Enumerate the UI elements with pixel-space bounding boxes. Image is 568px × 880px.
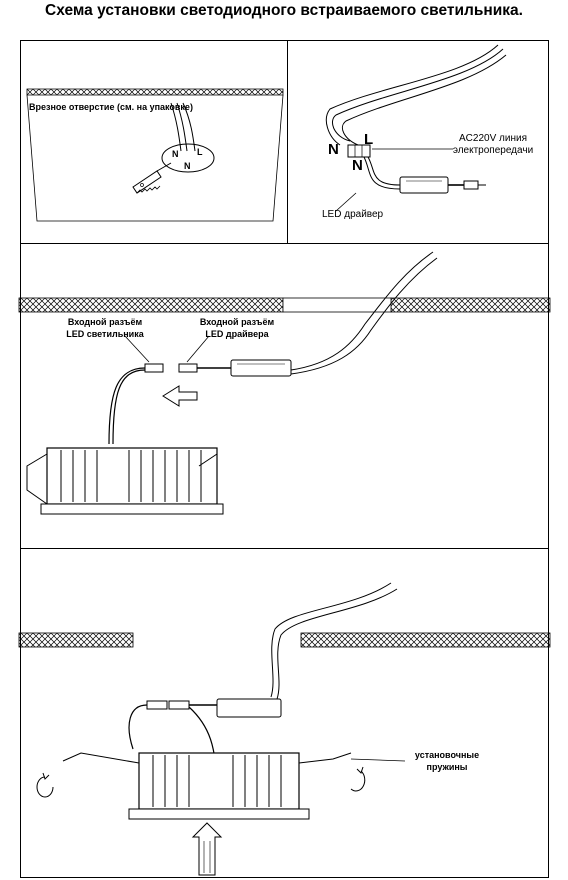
wire-n-label: N [172, 149, 179, 159]
ac220-line-label-2: электропередачи [452, 145, 534, 156]
mounting-springs-label-2: пружины [426, 762, 468, 772]
panel-ceiling-hole: Врезное отверстие (см. на упаковке) N L … [20, 40, 288, 244]
panel-driver-wiring: N L N AC220V линия электропередачи LED д… [287, 40, 549, 244]
driver-connector-label: Входной разъём LED драйвера [189, 316, 285, 340]
ceiling-hole-drawing [26, 88, 284, 222]
ac220-line-label: AC220V линия электропередачи [438, 133, 548, 157]
lamp-connector-label-1: Входной разъём [67, 317, 143, 327]
connectors-drawing [18, 251, 551, 515]
mounting-springs-label: установочные пружины [407, 749, 487, 773]
panel-connectors: Входной разъём LED светильника Входной р… [18, 243, 551, 549]
wire-n2-label: N [184, 161, 191, 171]
page-title: Схема установки светодиодного встраиваем… [45, 2, 523, 19]
driver-connector-label-2: LED драйвера [205, 329, 269, 339]
driver-wiring-drawing [325, 44, 507, 212]
lamp-connector-label-2: LED светильника [66, 329, 144, 339]
driver-connector-label-1: Входной разъём [199, 317, 275, 327]
lamp-connector-label: Входной разъём LED светильника [57, 316, 153, 340]
mounting-springs-label-1: установочные [414, 750, 480, 760]
cutout-hole-label: Врезное отверстие (см. на упаковке) [29, 102, 193, 112]
wire-n-label: N [328, 141, 339, 158]
wire-l-label: L [197, 147, 203, 157]
mounting-drawing [18, 582, 551, 876]
panel-mounting: установочные пружины [18, 548, 551, 878]
ac220-line-label-1: AC220V линия [459, 133, 527, 144]
saw-icon [132, 162, 172, 194]
led-driver-label: LED драйвер [322, 209, 384, 220]
wire-n2-label: N [352, 157, 363, 174]
wire-l-label: L [364, 131, 374, 148]
